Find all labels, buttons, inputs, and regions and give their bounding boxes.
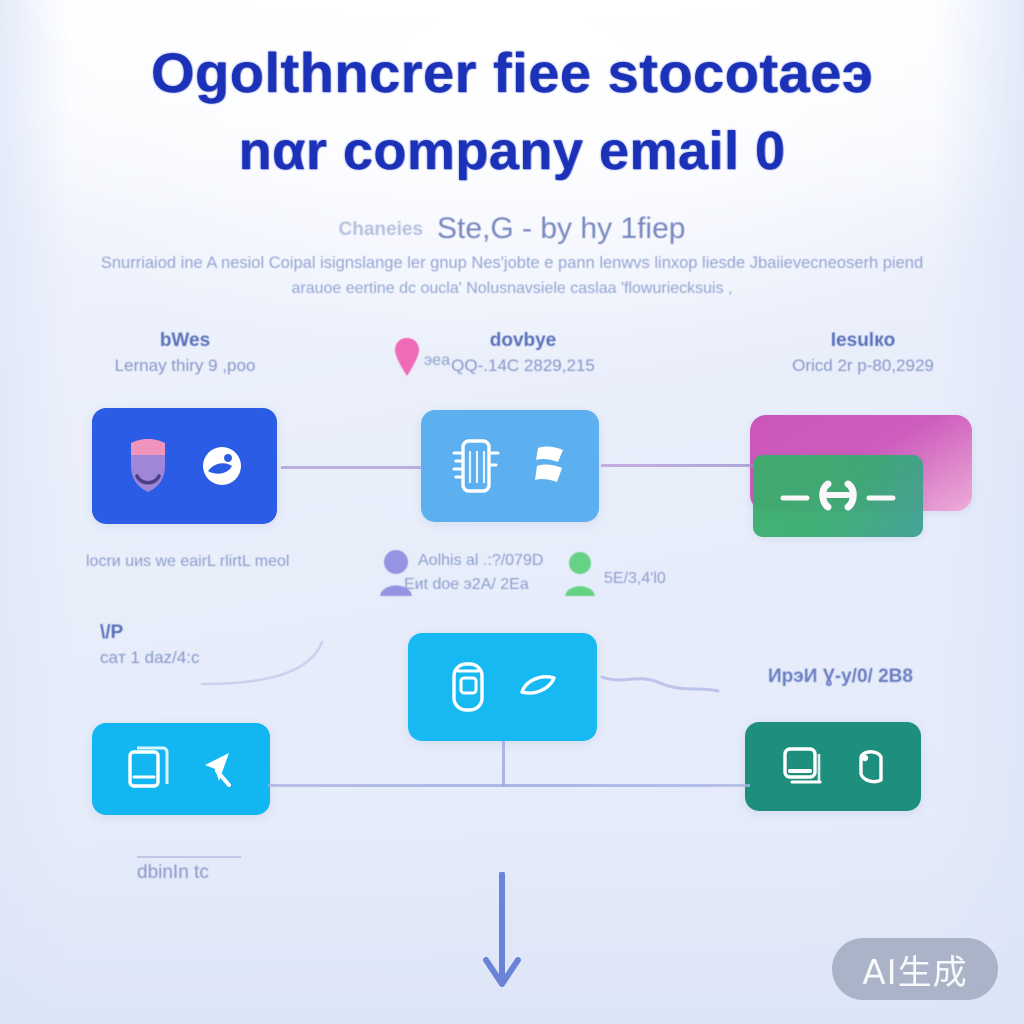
column-2-head: dovbye bbox=[489, 330, 557, 351]
connector-center-stub bbox=[502, 741, 505, 786]
bottom-left-label: dbinIn tc bbox=[137, 862, 209, 883]
squiggle-connector bbox=[600, 675, 720, 693]
column-2-note-line1: Aolhis al .:?/079D bbox=[418, 552, 544, 569]
title-line-2: nαr company email 0 bbox=[238, 121, 786, 181]
lock-icon bbox=[859, 749, 883, 783]
page-description: Snurriaiod ine A nesiol Coipal isignslan… bbox=[0, 250, 1024, 302]
curve-connector-left bbox=[200, 640, 324, 686]
down-arrow-icon bbox=[483, 872, 521, 987]
card-laptop-lock[interactable] bbox=[745, 722, 921, 811]
subtitle-prefix: Chaneies bbox=[338, 219, 424, 240]
column-3-sub: Oricd 2r p-80,2929 bbox=[792, 356, 934, 375]
card-inbox-link[interactable] bbox=[408, 633, 597, 741]
subtitle-text: Ste,G - by hy 1fiep bbox=[437, 212, 686, 245]
sync-icon bbox=[780, 480, 896, 511]
bottom-left-rule bbox=[137, 856, 241, 858]
title-line-1: Ogolthncrer fiee stocotaeэ bbox=[150, 41, 874, 104]
column-3-head: Iesulкo bbox=[830, 330, 896, 351]
column-1-head: bWes bbox=[159, 330, 211, 351]
ai-generated-watermark: AI生成 bbox=[832, 938, 998, 1000]
user-avatar-purple-icon bbox=[380, 550, 412, 596]
map-pin-icon bbox=[395, 338, 419, 376]
card-shield-globe[interactable] bbox=[92, 408, 277, 524]
column-2-pin-note: эea bbox=[424, 352, 450, 369]
connector-card2-card3 bbox=[601, 464, 753, 467]
document-icon bbox=[535, 446, 563, 482]
page-title: Ogolthncrer fiee stocotaeэ nαr company e… bbox=[0, 34, 1024, 190]
page-subtitle: Chaneies Ste,G - by hy 1fiep bbox=[0, 212, 1024, 246]
globe-icon bbox=[202, 447, 241, 485]
card-sync-badge[interactable] bbox=[753, 455, 923, 537]
description-line-2: arauoe eertine dc oucla' Nolusnavsiele c… bbox=[291, 280, 733, 297]
description-line-1: Snurriaiod ine A nesiol Coipal isignslan… bbox=[100, 254, 924, 272]
shield-icon bbox=[130, 439, 165, 492]
connector-bottom-row bbox=[268, 784, 750, 787]
server-icon bbox=[452, 439, 500, 493]
link-icon bbox=[519, 675, 556, 695]
row2-left-head: \/P bbox=[100, 622, 124, 643]
row2-left-label: \/P caт 1 dаz/4:c bbox=[100, 622, 300, 668]
column-1-note: locrи uиs we eairL rlirtL meol bbox=[86, 553, 290, 570]
laptop-icon bbox=[783, 746, 822, 783]
cursor-icon bbox=[205, 753, 231, 787]
user-avatar-green-icon bbox=[565, 552, 595, 596]
card-server-document[interactable] bbox=[421, 410, 599, 522]
card-copy-cursor[interactable] bbox=[92, 723, 270, 815]
inbox-icon bbox=[451, 662, 484, 712]
row2-left-sub: caт 1 dаz/4:c bbox=[100, 648, 200, 667]
column-1-sub: Lernay thiry 9 ,poo bbox=[114, 356, 256, 375]
connector-card1-card2 bbox=[281, 466, 422, 469]
copy-icon bbox=[128, 746, 169, 788]
column-label-2: dovbye QQ-.14C 2829,215 bbox=[400, 330, 646, 376]
column-label-3: Iesulкo Oricd 2r p-80,2929 bbox=[740, 330, 986, 376]
column-2-note-line3: 5E/3,4'l0 bbox=[604, 570, 666, 587]
row2-right-label: ИpэИ Ɣ-y/0/ 2B8 bbox=[768, 666, 913, 687]
column-2-note-line2: Eиt doe э2A/ 2Ea bbox=[404, 576, 529, 593]
watermark-label: AI生成 bbox=[862, 952, 968, 993]
column-label-1: bWes Lernay thiry 9 ,poo bbox=[62, 330, 308, 376]
column-2-sub: QQ-.14C 2829,215 bbox=[451, 356, 595, 375]
